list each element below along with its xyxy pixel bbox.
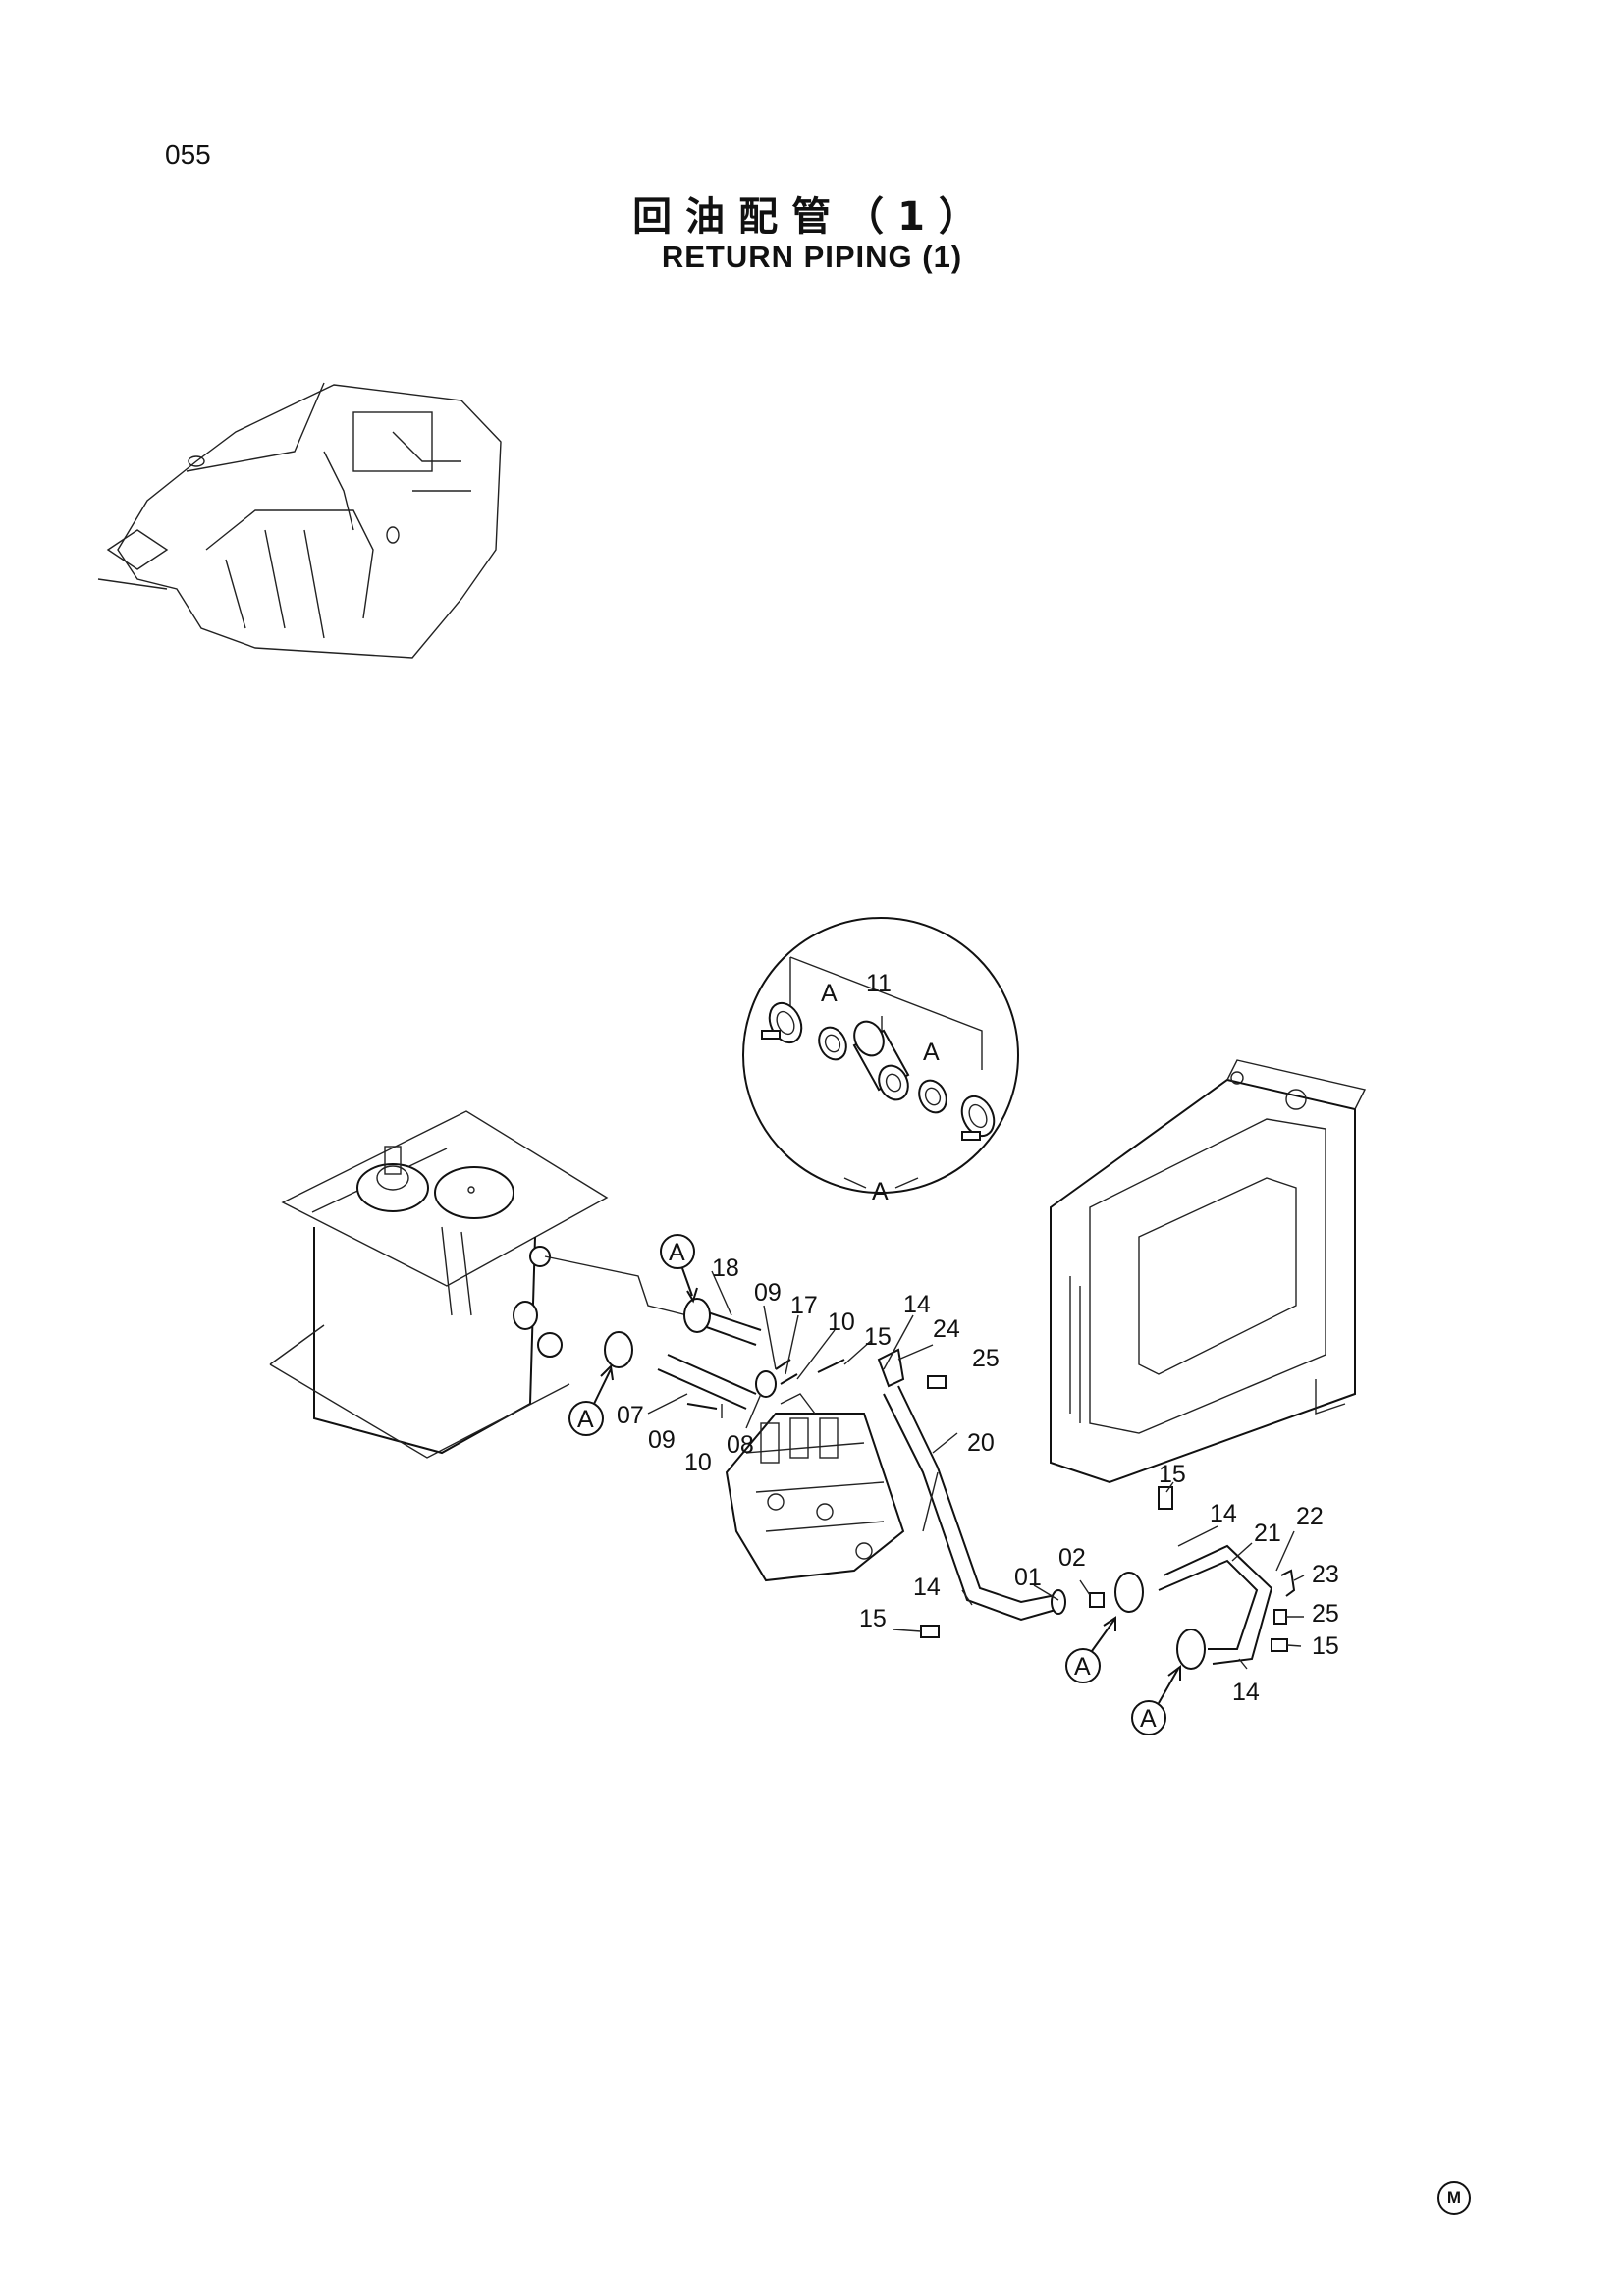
callout-02: 02 [1058, 1544, 1086, 1572]
o-ring-01 [1051, 1589, 1066, 1615]
ref-marker-label: A [1140, 1705, 1157, 1733]
callout-14-valve: 14 [903, 1291, 931, 1318]
callout-15-valve: 15 [864, 1323, 892, 1351]
hose-clamp-cooler [1114, 1572, 1144, 1613]
bolt-09 [686, 1403, 718, 1410]
ref-marker-3: A [1065, 1616, 1116, 1683]
ref-marker-2: A [568, 1363, 614, 1436]
callout-01: 01 [1014, 1564, 1042, 1591]
control-valve [725, 1393, 905, 1582]
callout-10-lower: 10 [684, 1449, 712, 1476]
callout-15-lower: 15 [1312, 1632, 1339, 1660]
detail-hose-11 [852, 1020, 910, 1101]
callout-24: 24 [933, 1315, 960, 1343]
ref-marker-label: A [1074, 1653, 1091, 1681]
callout-10-upper: 10 [828, 1308, 855, 1336]
clip-23 [1280, 1569, 1296, 1597]
machine-overview-illustration [97, 382, 502, 659]
collar [755, 1370, 777, 1398]
hose-clamp-left [604, 1331, 633, 1368]
callout-14-cooler: 14 [1210, 1500, 1237, 1527]
callout-14-lower: 14 [1232, 1679, 1260, 1706]
callout-20: 20 [967, 1429, 995, 1457]
bolt-15-right [1271, 1638, 1288, 1652]
fittings [604, 1298, 1296, 1670]
oil-cooler-radiator [1050, 1059, 1367, 1484]
callout-22: 22 [1296, 1503, 1324, 1530]
detail-collar-left [818, 1026, 847, 1061]
bolt-15-top [1158, 1486, 1173, 1510]
callout-08: 08 [727, 1431, 754, 1459]
callout-23: 23 [1312, 1561, 1339, 1588]
callout-15-top: 15 [1159, 1461, 1186, 1488]
bolt-15-left [920, 1625, 940, 1638]
callout-18: 18 [712, 1255, 739, 1282]
title-chinese: 回油配管（1） [632, 194, 992, 240]
return-pipes [657, 1305, 1273, 1665]
callout-07: 07 [617, 1402, 644, 1429]
bolt-25 [927, 1375, 947, 1389]
bolt-15-valve [817, 1359, 845, 1373]
bolt-02 [1089, 1592, 1105, 1608]
callout-25-upper: 25 [972, 1345, 1000, 1372]
callout-09-upper: 09 [754, 1279, 782, 1307]
callout-25-lower: 25 [1312, 1600, 1339, 1628]
detail-view-a: 11 A A A [742, 917, 1019, 1205]
detail-clamp-left [761, 1001, 803, 1044]
bolt-25-lower [1273, 1609, 1287, 1625]
detail-collar-right [918, 1079, 947, 1114]
ref-marker-label: A [577, 1406, 594, 1433]
hose-clamp-upper [683, 1298, 711, 1333]
callout-17: 17 [790, 1292, 818, 1319]
ref-marker-1: A [660, 1234, 698, 1304]
ref-marker-label: A [669, 1239, 685, 1266]
callout-21: 21 [1254, 1520, 1281, 1547]
hydraulic-tank [269, 1110, 688, 1459]
detail-clamp-right [960, 1095, 996, 1141]
callout-14-pipe: 14 [913, 1574, 941, 1601]
callout-11: 11 [866, 970, 892, 997]
callout-15-pipe: 15 [859, 1605, 887, 1632]
leader-lines [647, 1270, 1305, 1670]
callout-09-lower: 09 [648, 1426, 676, 1454]
ref-marker-4: A [1131, 1665, 1181, 1735]
title-english: RETURN PIPING (1) [661, 240, 963, 274]
page-number: 055 [165, 139, 211, 170]
detail-label-a-right: A [923, 1039, 940, 1066]
detail-view-label: A [872, 1178, 889, 1205]
detail-label-a-left: A [821, 980, 838, 1007]
manufacturer-mark: M [1437, 2181, 1471, 2215]
hose-clamp-lower [1176, 1629, 1206, 1670]
